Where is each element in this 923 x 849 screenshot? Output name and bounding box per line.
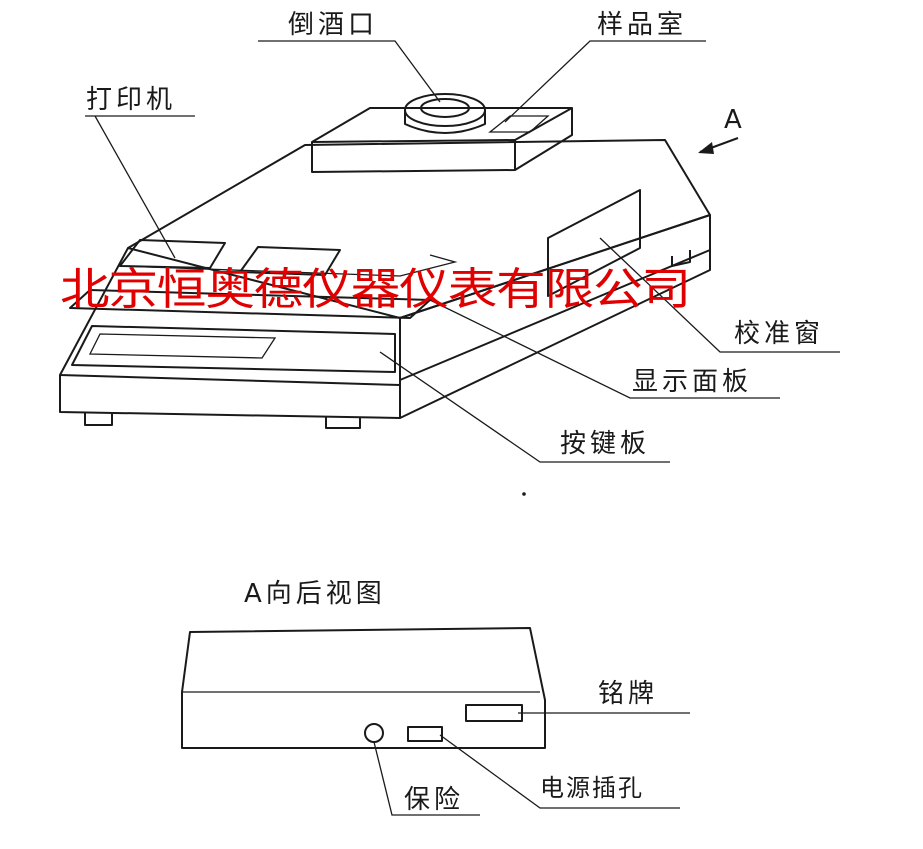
sample-chamber-block	[311, 107, 573, 173]
front-right-foot	[325, 417, 361, 429]
instrument-base-front	[59, 375, 401, 419]
display-panel-shape	[69, 289, 431, 319]
leader-lines-top	[85, 40, 840, 463]
pour-spout	[404, 93, 486, 134]
fuse-label: 保险	[404, 785, 464, 815]
sample-chamber-label: 样品室	[597, 10, 687, 40]
calibration-window-leader	[599, 237, 840, 353]
instrument-body	[59, 139, 711, 429]
power-socket-shape	[407, 726, 443, 742]
nameplate-label: 铭牌	[598, 679, 658, 709]
rear-view-outline	[181, 627, 546, 749]
printer-area	[119, 239, 458, 277]
pour-spout-leader	[258, 40, 441, 103]
fuse-leader	[373, 741, 480, 816]
keypad-label: 按键板	[560, 429, 650, 459]
calibration-window-shape	[547, 189, 641, 297]
view-marker-label: A	[724, 105, 746, 135]
calibration-window-label: 校准窗	[734, 319, 824, 349]
pour-spout-label: 倒酒口	[288, 10, 378, 40]
stray-dot	[522, 492, 526, 496]
rear-right-foot	[671, 250, 691, 267]
keypad-outline	[71, 325, 396, 373]
fuse-shape	[364, 723, 384, 743]
display-panel-label: 显示面板	[632, 367, 752, 397]
rear-view-title: A向后视图	[244, 579, 386, 609]
printer-label: 打印机	[86, 85, 176, 115]
instrument-base-side	[399, 250, 711, 419]
leader-lines-rear	[373, 712, 690, 816]
keypad-button-area	[88, 333, 277, 359]
rear-view	[181, 627, 546, 749]
company-watermark: 北京恒奥德仪器仪表有限公司	[60, 264, 690, 315]
sample-chamber-lid	[488, 115, 550, 133]
pour-spout-inner	[420, 98, 470, 118]
sample-chamber-top	[311, 107, 573, 143]
sample-chamber-leader	[504, 40, 706, 123]
front-left-foot	[84, 412, 113, 426]
instrument-side-face	[399, 214, 711, 381]
nameplate-shape	[465, 704, 523, 722]
pour-spout-rim	[404, 110, 486, 134]
view-arrow	[698, 137, 739, 154]
printer-slot-right	[239, 246, 341, 276]
power-socket-leader	[439, 734, 680, 809]
sample-chamber-side	[514, 108, 573, 171]
keypad-leader	[379, 351, 670, 463]
keypad-shape	[71, 325, 396, 373]
instrument-front-slope	[59, 247, 401, 386]
power-socket-label: 电源插孔	[540, 774, 644, 802]
view-arrow-head	[698, 142, 714, 154]
printer-edge	[119, 254, 458, 277]
display-panel-leader	[429, 299, 780, 399]
printer-slot-left	[119, 239, 226, 269]
printer-leader	[85, 115, 195, 259]
